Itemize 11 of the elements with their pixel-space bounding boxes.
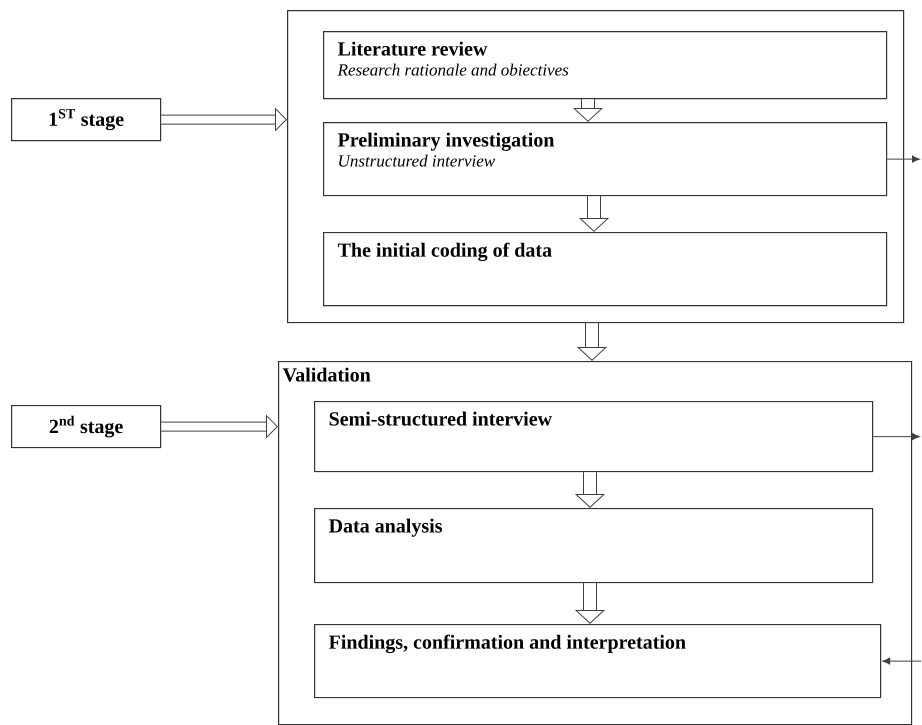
process-box: Findings, confirmation and interpretation bbox=[314, 624, 882, 698]
process-box: Literature review Research rationale and obiectives bbox=[323, 31, 888, 100]
process-box: Data analysis bbox=[314, 508, 874, 584]
process-box: Semi-structured interview bbox=[314, 400, 874, 472]
arrow bbox=[882, 658, 922, 665]
process-box: The initial coding of data bbox=[323, 232, 888, 306]
arrow bbox=[886, 156, 920, 163]
stage-box: 2$^{nd}$ stage bbox=[11, 404, 162, 448]
arrow bbox=[872, 433, 920, 440]
stage-box: 1$^{ST}$ stage bbox=[11, 98, 162, 142]
process-box: Preliminary investigation Unstructured interview bbox=[323, 122, 888, 196]
